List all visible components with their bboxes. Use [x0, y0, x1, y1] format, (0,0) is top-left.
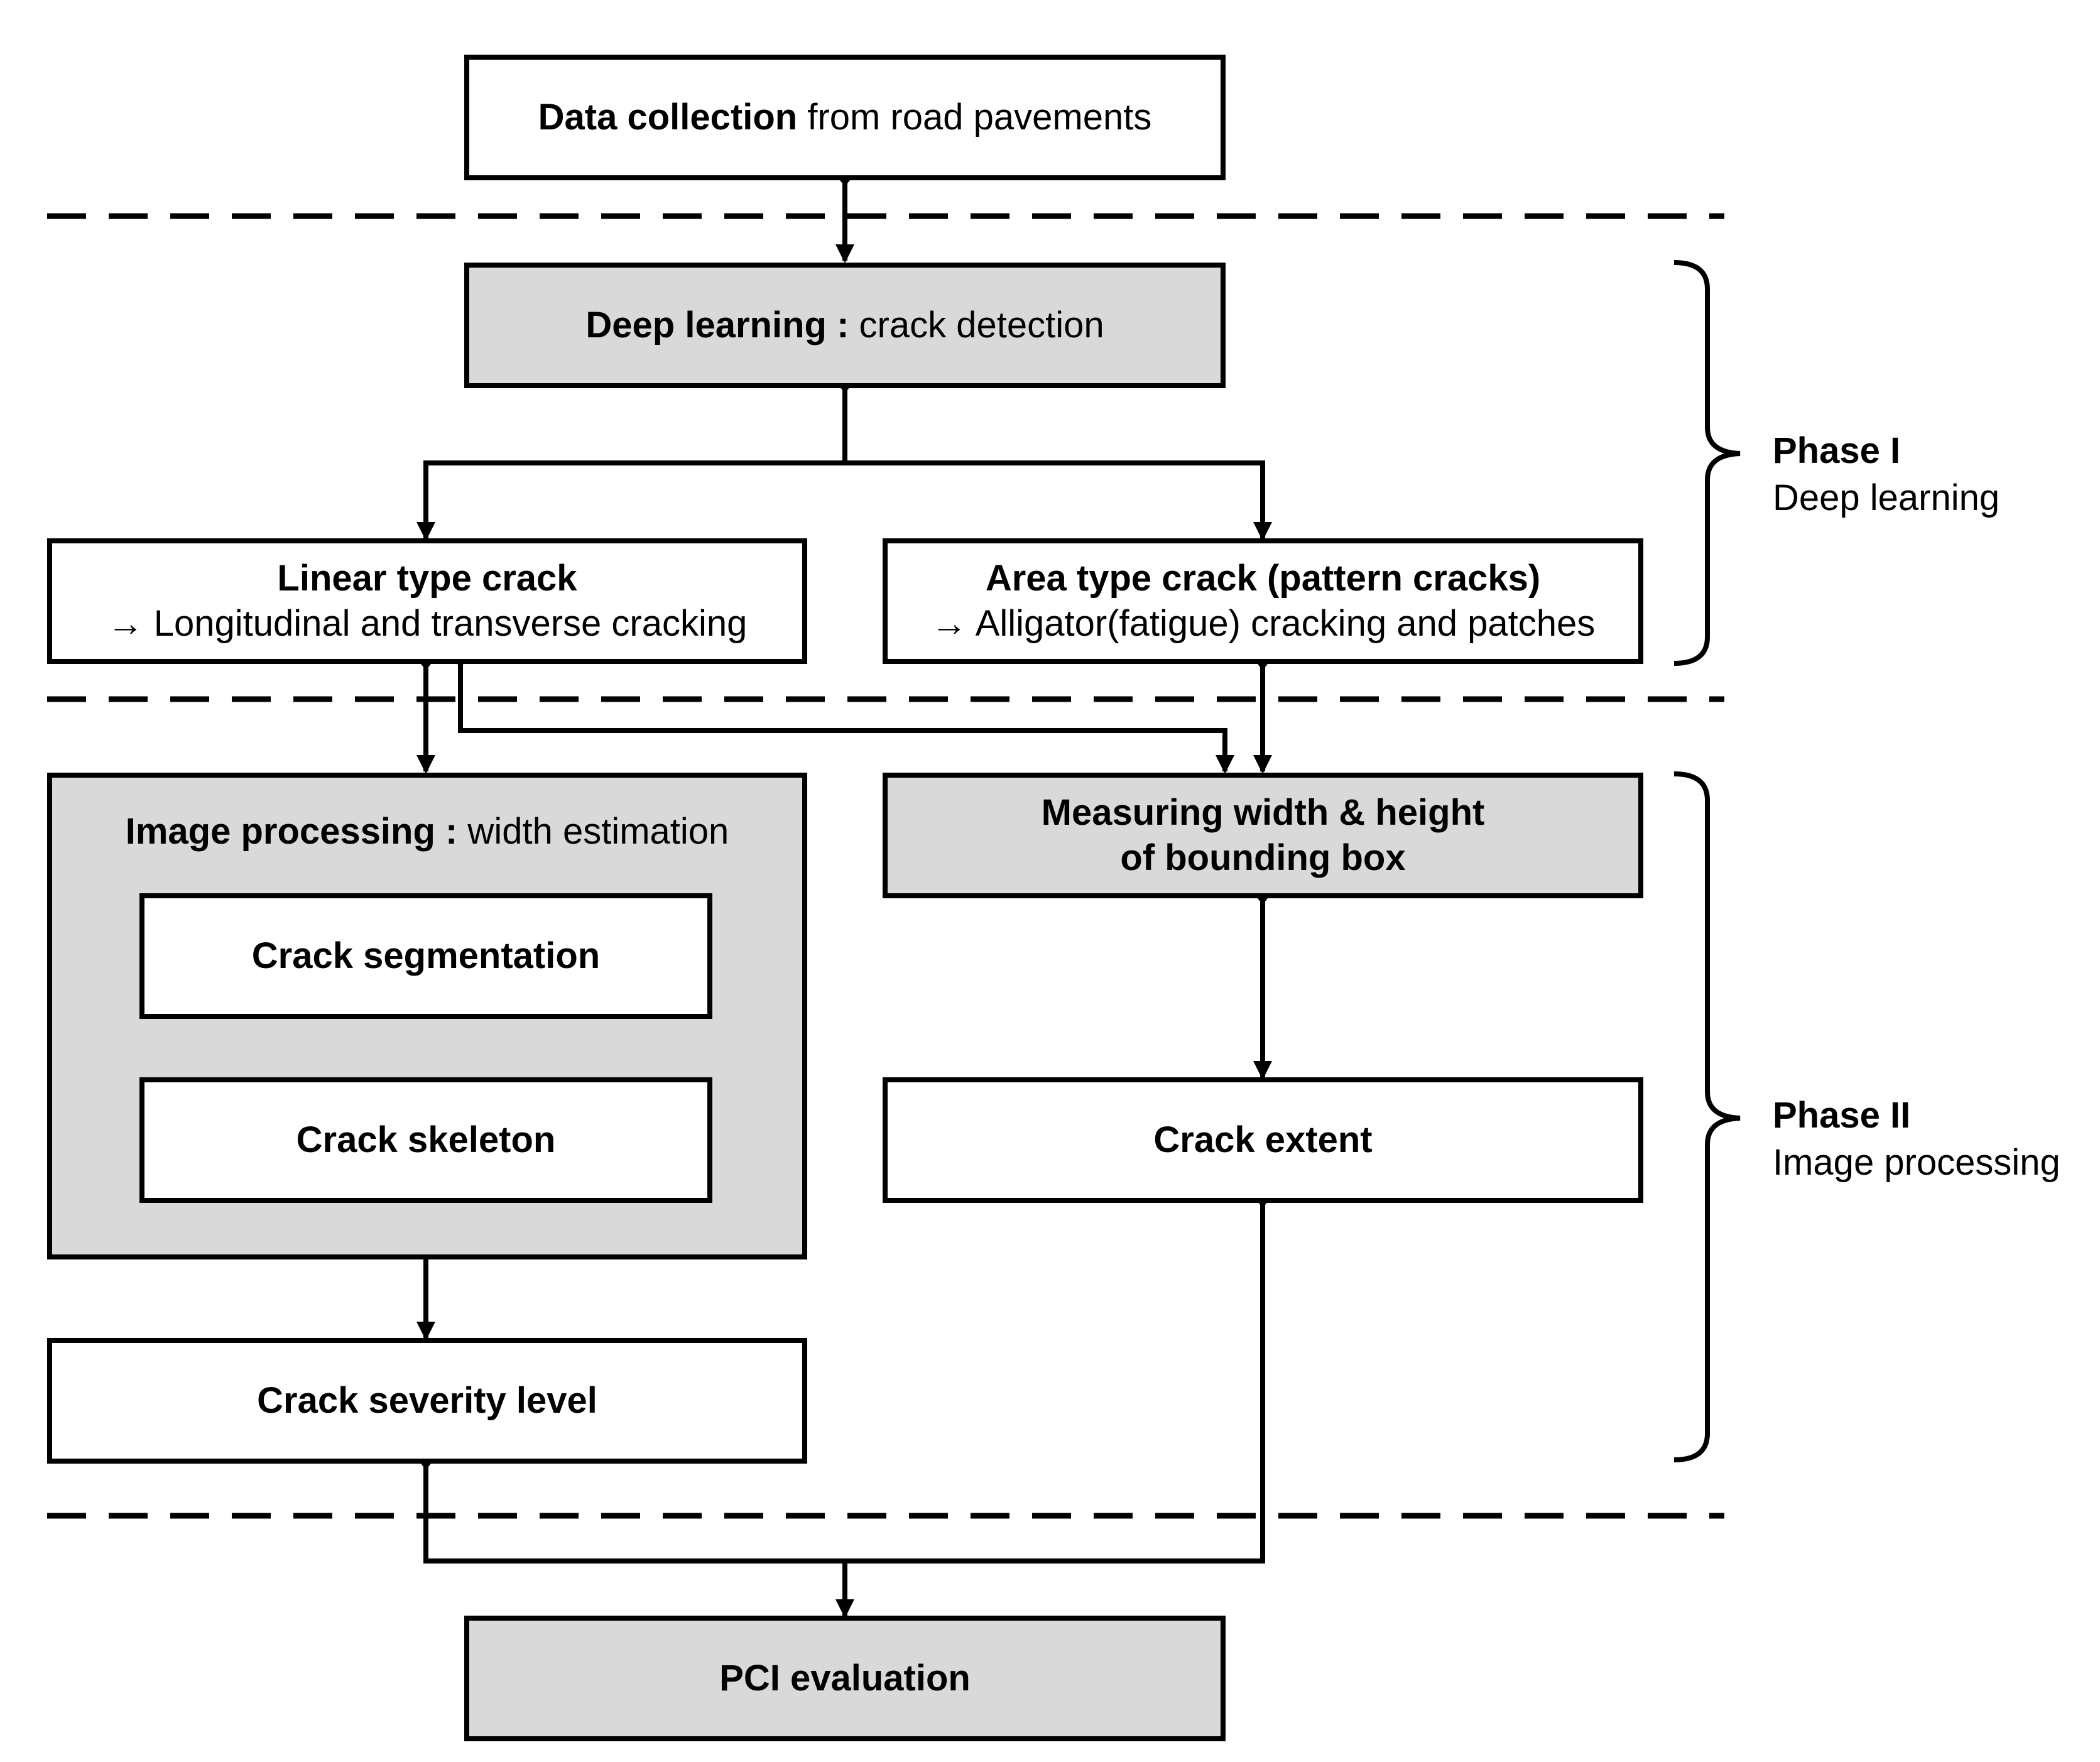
arrow-linear-to-measuring [458, 658, 1234, 774]
node-measuring-bbox: Measuring width & height of bounding box [883, 773, 1643, 898]
node-crack-skeleton: Crack skeleton [139, 1077, 712, 1203]
phase-1-label: Phase I Deep learning [1773, 427, 1999, 522]
phase-1-subtitle: Deep learning [1773, 477, 2000, 519]
node-area-crack-title: Area type crack (pattern cracks) [985, 557, 1541, 599]
arrow-deep-learning-to-area [845, 460, 1272, 541]
node-linear-crack: Linear type crack → Longitudinal and tra… [47, 538, 807, 664]
phase-2-label: Phase II Image processing [1773, 1092, 2060, 1187]
brace-phase-2 [1673, 771, 1741, 1462]
node-deep-learning: Deep learning : crack detection [464, 263, 1226, 388]
node-crack-extent: Crack extent [883, 1077, 1643, 1203]
node-area-crack-sub: → Alligator(fatigue) cracking and patche… [930, 603, 1596, 644]
node-linear-crack-sub: → Longitudinal and transverse cracking [107, 603, 748, 644]
node-image-processing-rest: width estimation [457, 811, 729, 852]
node-image-processing-bold: Image processing : [125, 811, 458, 852]
node-deep-learning-text: Deep learning : crack detection [585, 303, 1104, 349]
node-measuring-bbox-line1: Measuring width & height [1041, 791, 1485, 833]
node-data-collection-text: Data collection from road pavements [538, 95, 1152, 141]
node-data-collection-rest: from road pavements [797, 96, 1152, 138]
brace-phase-1 [1673, 260, 1741, 666]
phase-2-subtitle: Image processing [1773, 1142, 2060, 1183]
node-crack-extent-label: Crack extent [1153, 1119, 1373, 1160]
node-pci-evaluation-label: PCI evaluation [719, 1657, 971, 1699]
arrow-deep-learning-to-linear [416, 384, 847, 541]
node-deep-learning-bold: Deep learning : [585, 304, 849, 345]
node-crack-skeleton-label: Crack skeleton [296, 1119, 556, 1160]
node-data-collection: Data collection from road pavements [464, 55, 1226, 180]
node-deep-learning-rest: crack detection [849, 304, 1104, 345]
node-crack-severity-label: Crack severity level [257, 1379, 597, 1421]
node-pci-evaluation: PCI evaluation [464, 1616, 1226, 1741]
node-measuring-bbox-line2: of bounding box [1120, 837, 1406, 878]
node-crack-segmentation-label: Crack segmentation [251, 935, 601, 976]
phase-2-title: Phase II [1773, 1095, 1911, 1136]
node-data-collection-bold: Data collection [538, 96, 798, 138]
phase-1-title: Phase I [1773, 430, 1901, 471]
node-crack-severity: Crack severity level [47, 1338, 807, 1464]
node-area-crack: Area type crack (pattern cracks) → Allig… [883, 538, 1643, 664]
node-image-processing-text: Image processing : width estimation [126, 809, 729, 855]
node-crack-segmentation: Crack segmentation [139, 893, 712, 1019]
node-linear-crack-title: Linear type crack [277, 557, 577, 599]
